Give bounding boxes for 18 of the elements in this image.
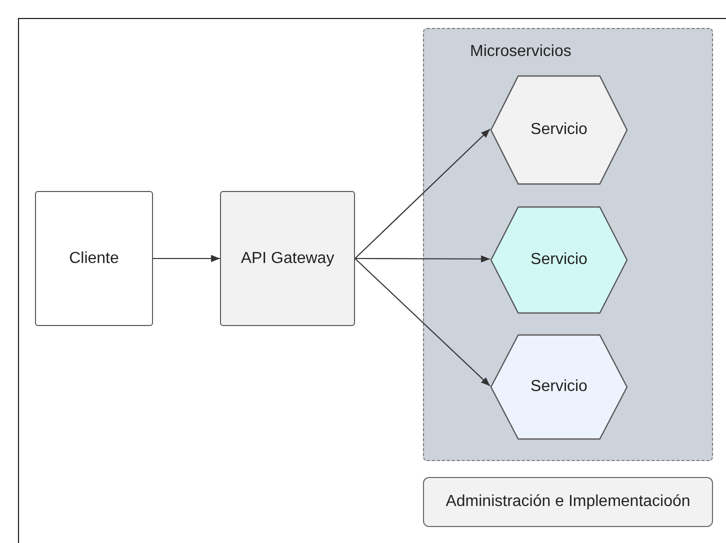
node-label: Servicio [530, 378, 588, 396]
node-label: Servicio [530, 251, 588, 269]
group-container [423, 28, 713, 461]
node-label: API Gateway [240, 250, 334, 268]
footer-box [423, 477, 713, 527]
arrow [354, 258, 490, 386]
service-hexagon [491, 335, 627, 439]
service-hexagon [491, 76, 627, 184]
node-label: Servicio [530, 121, 588, 139]
service-hexagon [491, 207, 627, 313]
node-label: Administración e Implementacioón [446, 493, 690, 511]
process-box [35, 191, 153, 326]
arrow [354, 128, 490, 259]
arrow [355, 255, 490, 263]
node-label: Cliente [69, 250, 119, 268]
group-title: Microservicios [470, 43, 572, 61]
process-box [220, 191, 355, 326]
arrow [153, 254, 220, 262]
